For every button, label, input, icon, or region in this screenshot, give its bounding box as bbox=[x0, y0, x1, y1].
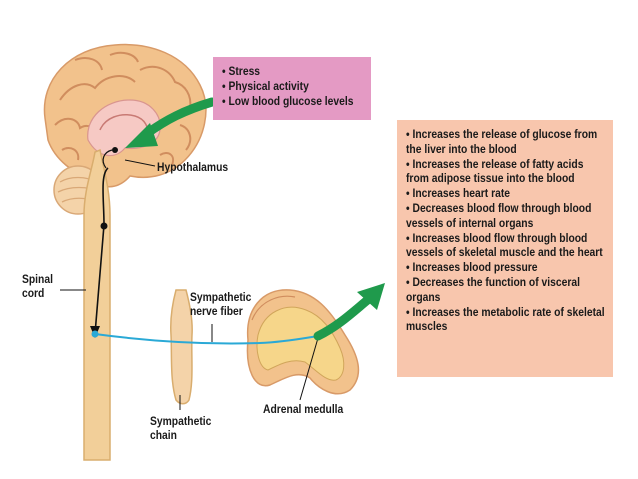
sympathetic-chain-label: Sympathetic chain bbox=[150, 414, 212, 442]
stimuli-list: Stress Physical activity Low blood gluco… bbox=[222, 64, 375, 109]
spinal-cord-label: Spinal cord bbox=[22, 272, 53, 300]
stimulus-item: Physical activity bbox=[222, 79, 353, 94]
effect-item: Decreases the function of visceral organ… bbox=[406, 275, 609, 305]
effect-item: Increases the release of fatty acids fro… bbox=[406, 157, 609, 187]
effect-item: Increases blood flow through blood vesse… bbox=[406, 231, 609, 261]
adrenal-gland bbox=[246, 289, 360, 395]
hypothalamus-label: Hypothalamus bbox=[157, 160, 229, 174]
effect-item: Increases the metabolic rate of skeletal… bbox=[406, 305, 609, 335]
effect-item: Increases heart rate bbox=[406, 186, 609, 201]
stimuli-box: Stress Physical activity Low blood gluco… bbox=[213, 57, 371, 120]
sympathetic-nerve-fiber-line bbox=[94, 333, 319, 345]
effects-arrow bbox=[313, 293, 375, 341]
effect-item: Increases the release of glucose from th… bbox=[406, 127, 609, 157]
stimulus-item: Stress bbox=[222, 64, 353, 79]
adrenal-medulla-label: Adrenal medulla bbox=[263, 402, 344, 416]
stimulus-item: Low blood glucose levels bbox=[222, 94, 353, 109]
effect-item: Decreases blood flow through blood vesse… bbox=[406, 201, 609, 231]
effects-box: Increases the release of glucose from th… bbox=[397, 120, 613, 377]
effect-item: Increases blood pressure bbox=[406, 260, 609, 275]
sympathetic-nerve-fiber-label: Sympathetic nerve fiber bbox=[190, 290, 252, 318]
sympathetic-chain-shape bbox=[170, 289, 193, 405]
effects-list: Increases the release of glucose from th… bbox=[406, 127, 610, 334]
